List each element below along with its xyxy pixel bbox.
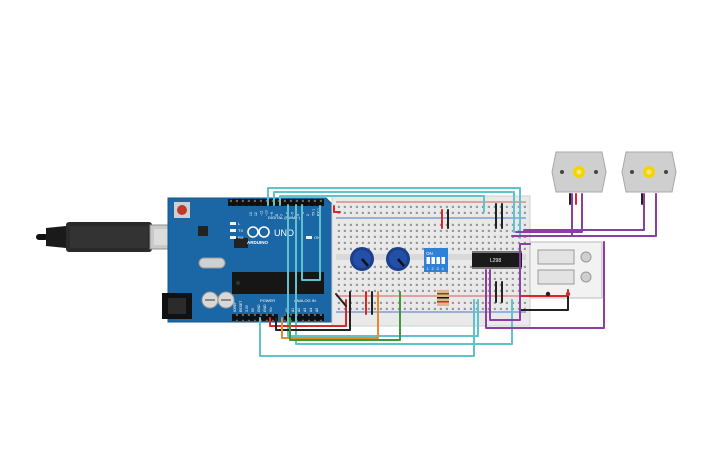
analog-label: ANALOG IN xyxy=(294,298,316,303)
wire-black[interactable] xyxy=(275,291,351,331)
dip-toggle-2[interactable] xyxy=(431,257,436,264)
led-tx-label: TX xyxy=(238,228,243,233)
digital-pin-label-3: ~10 xyxy=(265,210,269,216)
wire-purple[interactable] xyxy=(523,193,645,231)
smd-chip xyxy=(234,238,248,248)
wire-endpoints xyxy=(545,291,571,297)
arduino-brand-text: ARDUINO xyxy=(247,240,268,245)
crystal-oscillator xyxy=(198,257,226,269)
digital-pin-label-6: 7 xyxy=(280,214,284,216)
dip-number-1: 1 xyxy=(427,266,430,271)
power-pin-label-0: IOREF xyxy=(233,302,237,312)
power-pin-label-6: Vin xyxy=(269,307,273,312)
analog-pin-label-2: A2 xyxy=(297,308,301,312)
resistor-icon[interactable] xyxy=(437,290,449,306)
digital-label: DIGITAL (PWM ~) xyxy=(268,215,301,220)
digital-pin-label-1: 12 xyxy=(254,212,258,216)
wire-green[interactable] xyxy=(289,291,401,341)
power-pin-label-1: RESET xyxy=(239,301,243,312)
digital-pin-label-5: 8 xyxy=(275,214,279,216)
usb-cable-icon[interactable] xyxy=(36,222,175,252)
digital-pin-label-4: ~9 xyxy=(270,212,274,216)
digital-pin-label-8: ~5 xyxy=(291,212,295,216)
potentiometer-icon[interactable] xyxy=(386,247,410,271)
dip-switch-on-label: ON xyxy=(426,251,433,256)
battery-pack-icon[interactable] xyxy=(529,241,603,299)
dip-toggle-3[interactable] xyxy=(436,257,441,264)
led-l-label: L xyxy=(238,221,241,226)
l298-driver-chip[interactable]: L298 xyxy=(472,251,522,269)
wire-purple[interactable] xyxy=(515,193,583,233)
wire-cyan[interactable] xyxy=(273,191,515,233)
digital-pin-label-9: 4 xyxy=(296,214,300,216)
digital-pin-label-11: 2 xyxy=(306,214,310,216)
wire-red[interactable] xyxy=(269,299,347,327)
wire-purple[interactable] xyxy=(485,241,605,329)
digital-pin-label-0: 13 xyxy=(249,212,253,216)
wire-cyan[interactable] xyxy=(267,187,521,239)
wire-cyan[interactable] xyxy=(279,195,485,213)
dip-number-3: 3 xyxy=(437,266,440,271)
wire-cyan[interactable] xyxy=(287,204,479,337)
arduino-logo-icon xyxy=(247,226,270,238)
top-power-rail[interactable] xyxy=(336,204,526,216)
driver-chip-label: L298 xyxy=(490,258,501,264)
digital-pin-label-12: TX 1 xyxy=(311,209,315,216)
wire-orange[interactable] xyxy=(281,291,379,339)
wire-cyan[interactable] xyxy=(295,204,513,345)
led-tx xyxy=(230,229,236,232)
wires[interactable] xyxy=(259,187,657,357)
analog-pin-label-5: A5 xyxy=(315,308,319,312)
arduino-model-text: UNO xyxy=(274,228,294,238)
dc-motor-icon[interactable] xyxy=(621,151,677,193)
led-on xyxy=(306,236,312,239)
potentiometer-icon[interactable] xyxy=(350,247,374,271)
wire-cyan[interactable] xyxy=(301,204,321,281)
bottom-power-rail[interactable] xyxy=(336,298,526,310)
led-on-label: ON xyxy=(314,235,320,240)
power-pin-label-2: 3.3V xyxy=(245,304,249,312)
digital-pin-label-13: RX 0 xyxy=(317,208,321,216)
led-rx xyxy=(230,236,236,239)
dip-number-2: 2 xyxy=(432,266,435,271)
led-rx-label: RX xyxy=(238,235,244,240)
power-label: POWER xyxy=(260,298,275,303)
top-terminal-strip[interactable] xyxy=(336,222,526,252)
led-l xyxy=(230,222,236,225)
wire-cyan[interactable] xyxy=(259,299,475,357)
atmega-chip xyxy=(232,272,324,294)
analog-pin-label-4: A4 xyxy=(309,308,313,312)
dc-motor-icon[interactable] xyxy=(551,151,607,193)
dip-switch[interactable]: ON 1 2 3 4 xyxy=(424,248,448,272)
power-pin-label-4: GND xyxy=(257,304,261,312)
power-pin-label-5: GND xyxy=(263,304,267,312)
analog-pin-label-3: A3 xyxy=(303,308,307,312)
power-pin-label-3: 5V xyxy=(251,307,255,312)
dip-toggle-1[interactable] xyxy=(426,257,431,264)
usb-chip xyxy=(198,226,208,236)
dip-number-4: 4 xyxy=(442,266,445,271)
wire-black[interactable] xyxy=(335,293,347,307)
wire-purple[interactable] xyxy=(525,193,657,237)
wire-black[interactable] xyxy=(519,293,569,311)
wire-purple[interactable] xyxy=(489,243,531,321)
analog-pin-label-1: A1 xyxy=(291,308,295,312)
digital-pin-label-2: ~11 xyxy=(259,210,263,216)
dip-toggle-4[interactable] xyxy=(441,257,446,264)
wire-red[interactable] xyxy=(333,205,341,213)
reset-button-cap[interactable] xyxy=(177,205,187,215)
